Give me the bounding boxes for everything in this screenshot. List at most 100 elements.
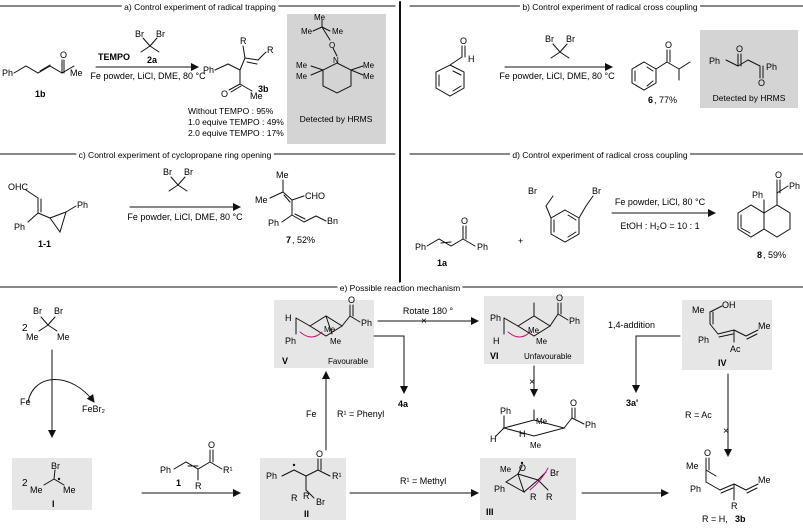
- atom-ph: Ph: [203, 65, 214, 75]
- benzil: [725, 53, 764, 79]
- atom-me: Me: [758, 475, 771, 485]
- atom-o: O: [556, 293, 563, 303]
- atom-oh: OH: [722, 300, 736, 310]
- r-ac-label: R = Ac: [685, 410, 712, 420]
- atom-o: O: [60, 50, 67, 60]
- atom-ph: Ph: [2, 68, 13, 78]
- compound-1b: [13, 59, 75, 74]
- product-4a: 4a: [398, 399, 409, 409]
- atom-br: Br: [545, 34, 554, 44]
- atom-me: Me: [276, 170, 289, 180]
- atom-me: Me: [296, 72, 308, 81]
- reagent-dibromide: [168, 176, 188, 192]
- label-6: 6: [648, 95, 653, 105]
- atom-br: Br: [156, 29, 165, 39]
- reagent-2a: [140, 37, 160, 53]
- atom-me: Me: [363, 72, 375, 81]
- atom-o: O: [208, 440, 215, 450]
- compound-8: [737, 179, 791, 238]
- blocked-mark: ×: [529, 377, 535, 388]
- atom-ph: Ph: [477, 242, 488, 252]
- panel-a-title: a) Control experiment of radical trappin…: [124, 2, 276, 12]
- atom-br: Br: [592, 186, 601, 196]
- atom-me: Me: [250, 91, 263, 101]
- blocked-mark: ×: [421, 316, 427, 327]
- atom-r: R: [530, 492, 537, 502]
- conditions-d-bottom: EtOH : H₂O = 10 : 1: [620, 221, 699, 231]
- label-III: III: [486, 507, 494, 517]
- atom-r: R: [240, 36, 247, 46]
- steric-arc: [299, 331, 323, 338]
- yield-6: , 77%: [654, 95, 677, 105]
- result-line: Without TEMPO : 95%: [188, 106, 274, 116]
- intermediate-IV: [709, 305, 759, 343]
- coefficient: 2: [22, 478, 28, 489]
- atom-o: O: [736, 44, 743, 54]
- atom-o: O: [519, 463, 526, 473]
- atom-o: O: [221, 89, 228, 99]
- atom-me: Me: [692, 305, 705, 315]
- cyclopropane-product: [495, 407, 585, 437]
- atom-r: R: [195, 481, 202, 491]
- reagent-1: [173, 449, 223, 481]
- product-3b: [705, 457, 759, 501]
- atom-ph: Ph: [77, 200, 88, 210]
- panel-d-title: d) Control experiment of radical cross c…: [512, 150, 688, 160]
- compound-7: [269, 179, 327, 223]
- r1-methyl: R¹ = Methyl: [400, 476, 446, 486]
- atom-o: O: [316, 449, 323, 459]
- fe-label: Fe: [306, 409, 317, 419]
- radical-dot: [57, 477, 61, 481]
- atom-br: Br: [184, 167, 193, 177]
- atom-r1: R¹: [332, 471, 342, 481]
- atom-ph: Ph: [285, 336, 296, 346]
- label-I: I: [52, 499, 55, 509]
- atom-ph: Ph: [690, 484, 701, 494]
- path-arrow: [632, 335, 681, 393]
- atom-r: R: [546, 492, 553, 502]
- compound-1a: [426, 225, 476, 247]
- radical-dot: [520, 461, 524, 465]
- atom-me: Me: [301, 27, 313, 36]
- atom-r: R: [291, 493, 298, 503]
- atom-br: Br: [135, 29, 144, 39]
- atom-ph: Ph: [752, 190, 763, 200]
- atom-ph: Ph: [160, 465, 171, 475]
- label-8: 8: [757, 250, 762, 260]
- compound-1-1: [25, 189, 77, 234]
- label-IV: IV: [718, 358, 727, 368]
- favourable-label: Favourable: [328, 357, 369, 366]
- atom-br: Br: [316, 497, 325, 507]
- atom-ohc: OHC: [8, 182, 29, 192]
- atom-br: Br: [550, 468, 559, 478]
- atom-ac: Ac: [730, 344, 741, 354]
- atom-r: R: [303, 491, 310, 501]
- compound-3b: [214, 45, 267, 93]
- label-2a: 2a: [147, 55, 158, 65]
- atom-me: Me: [255, 195, 268, 205]
- atom-ph: Ph: [266, 471, 277, 481]
- atom-br: Br: [566, 34, 575, 44]
- label-VI: VI: [490, 351, 499, 361]
- panel-c-title: c) Control experiment of cyclopropane ri…: [79, 150, 272, 160]
- atom-br: Br: [163, 167, 172, 177]
- atom-me: Me: [363, 61, 375, 70]
- atom-n: N: [333, 56, 339, 65]
- atom-ph: Ph: [14, 222, 25, 232]
- atom-me: Me: [63, 485, 76, 495]
- tempo-adduct: [310, 19, 364, 94]
- atom-o: O: [570, 398, 577, 408]
- atom-o: O: [704, 448, 711, 458]
- panel-e-title: e) Possible reaction mechanism: [340, 283, 460, 293]
- atom-ph: Ph: [490, 313, 501, 323]
- atom-h: H: [285, 313, 292, 323]
- atom-bn: Bn: [327, 216, 338, 226]
- yield-8: , 59%: [763, 250, 786, 260]
- atom-o: O: [348, 295, 355, 305]
- hrms-box: [700, 30, 798, 108]
- box-II: [260, 458, 346, 520]
- atom-me: Me: [30, 485, 43, 495]
- unfavourable-label: Unfavourable: [524, 352, 572, 361]
- hrms-note: Detected by HRMS: [713, 93, 786, 103]
